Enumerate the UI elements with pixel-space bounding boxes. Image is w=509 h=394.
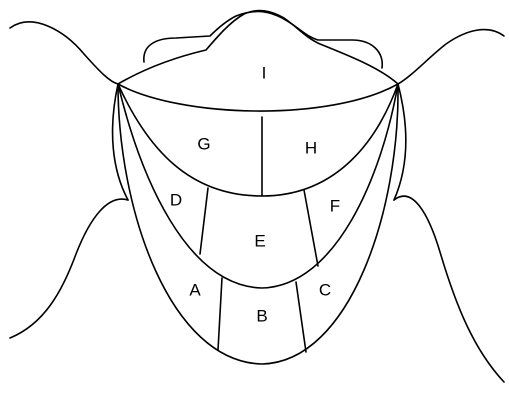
rear-outline xyxy=(144,12,382,69)
region-label-f: F xyxy=(330,196,340,215)
right-lower-outline xyxy=(394,196,504,382)
right-shoulder-outline xyxy=(398,30,504,84)
region-label-g: G xyxy=(197,134,210,153)
region-label-b: B xyxy=(256,306,267,325)
region-label-c: C xyxy=(319,280,331,299)
boundary-i-gh xyxy=(118,84,398,111)
left-shoulder-outline xyxy=(10,22,118,84)
region-label-i: I xyxy=(262,63,267,82)
divider-b-c xyxy=(296,282,306,352)
region-label-a: A xyxy=(189,280,201,299)
region-label-e: E xyxy=(254,231,265,250)
divider-a-b xyxy=(218,278,222,350)
region-label-d: D xyxy=(170,190,182,209)
left-lower-outline xyxy=(10,199,128,338)
divider-e-f xyxy=(304,190,318,266)
boundary-def-abc xyxy=(118,84,398,288)
region-label-h: H xyxy=(305,138,317,157)
divider-d-e xyxy=(200,188,208,254)
region-i-outline xyxy=(118,11,398,84)
